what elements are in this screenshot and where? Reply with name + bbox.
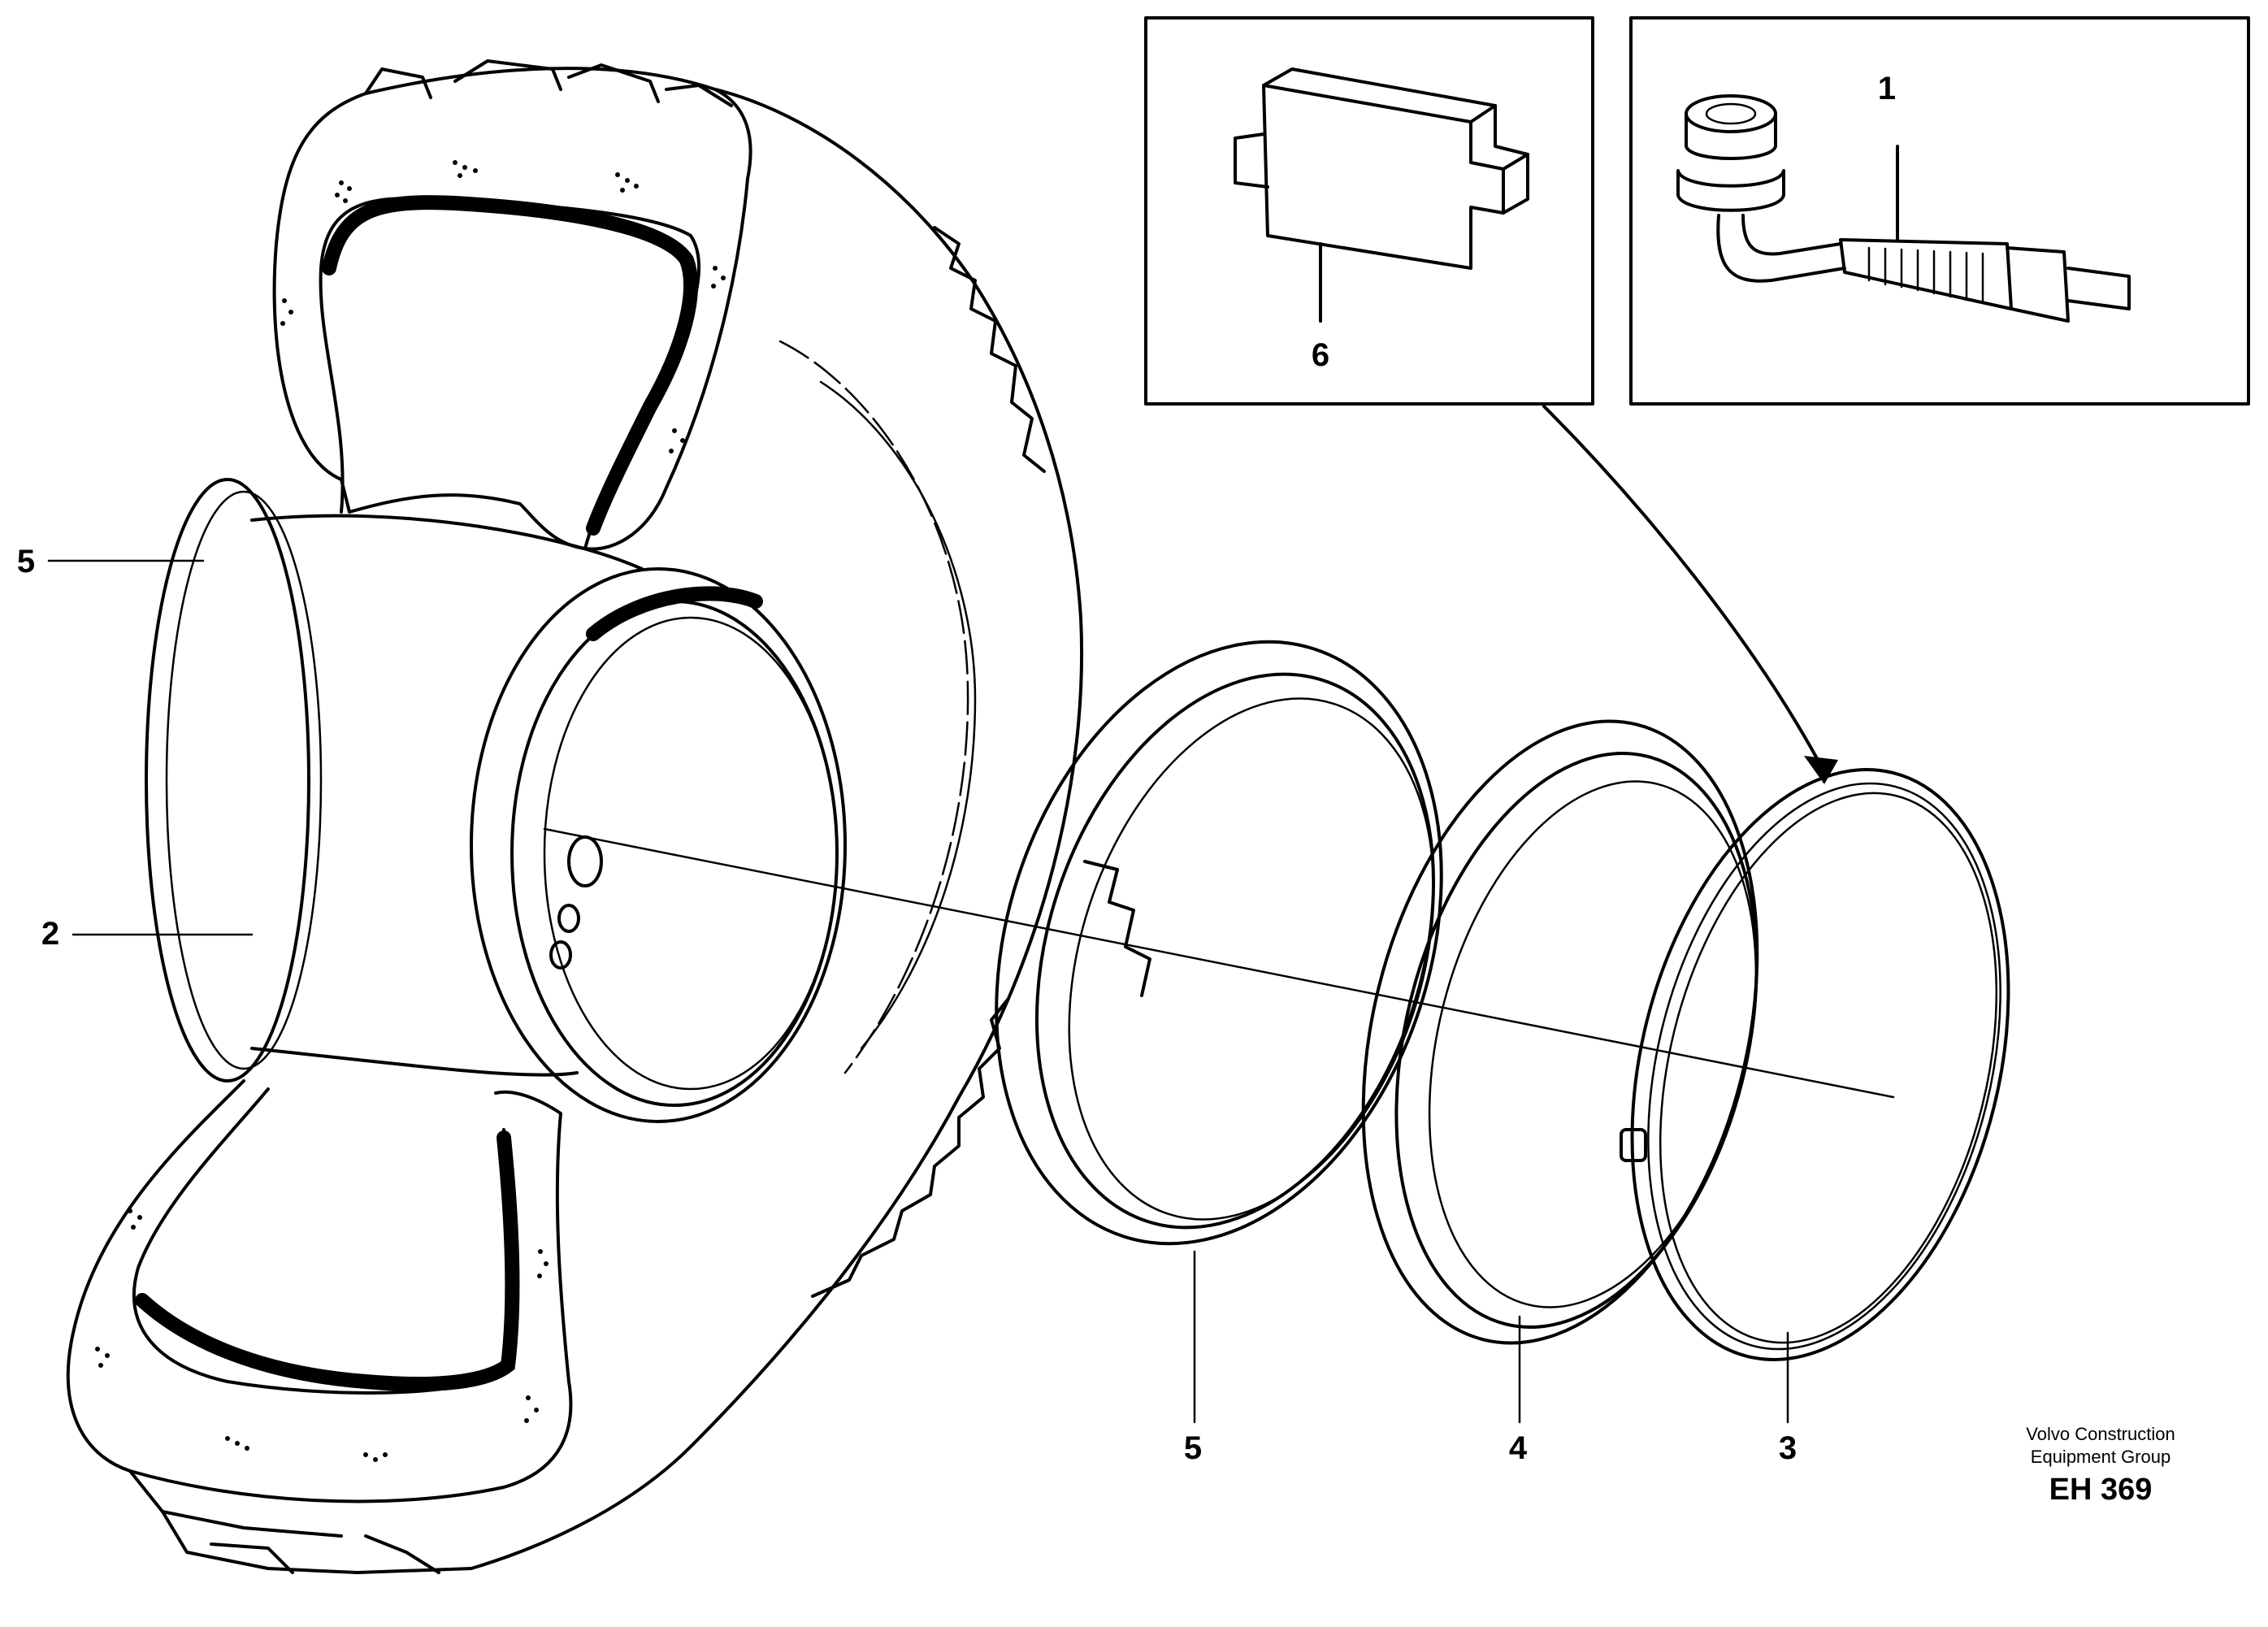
credit-line-2: Equipment Group [2031, 1447, 2170, 1467]
lock-ring-part3 [1620, 768, 2010, 1361]
detail-box-part6 [1144, 16, 1594, 406]
tire-section [66, 59, 1084, 1574]
callout-part1: 1 [1878, 71, 1896, 106]
callout-part5-bottom: 5 [1184, 1430, 1202, 1466]
callout-part4: 4 [1509, 1430, 1528, 1466]
bead-seat-ring-part4 [1361, 719, 1759, 1345]
callout-part6: 6 [1312, 337, 1329, 373]
callout-part2: 2 [41, 916, 59, 952]
credit-line-1: Volvo Construction [2026, 1424, 2175, 1444]
leader-lines [47, 559, 1789, 1424]
assembly-axis-line [543, 827, 1895, 1099]
drawing-code: EH 369 [2049, 1473, 2153, 1507]
callout-part3: 3 [1779, 1430, 1797, 1466]
detail-reference-arrow [1542, 405, 1826, 774]
callout-part5-left: 5 [17, 544, 35, 579]
detail-box-part1-valve [1629, 16, 2250, 406]
side-ring-part5 [995, 640, 1443, 1246]
arrow-head-icon [1804, 756, 1838, 784]
wheel-rim [145, 478, 847, 1123]
